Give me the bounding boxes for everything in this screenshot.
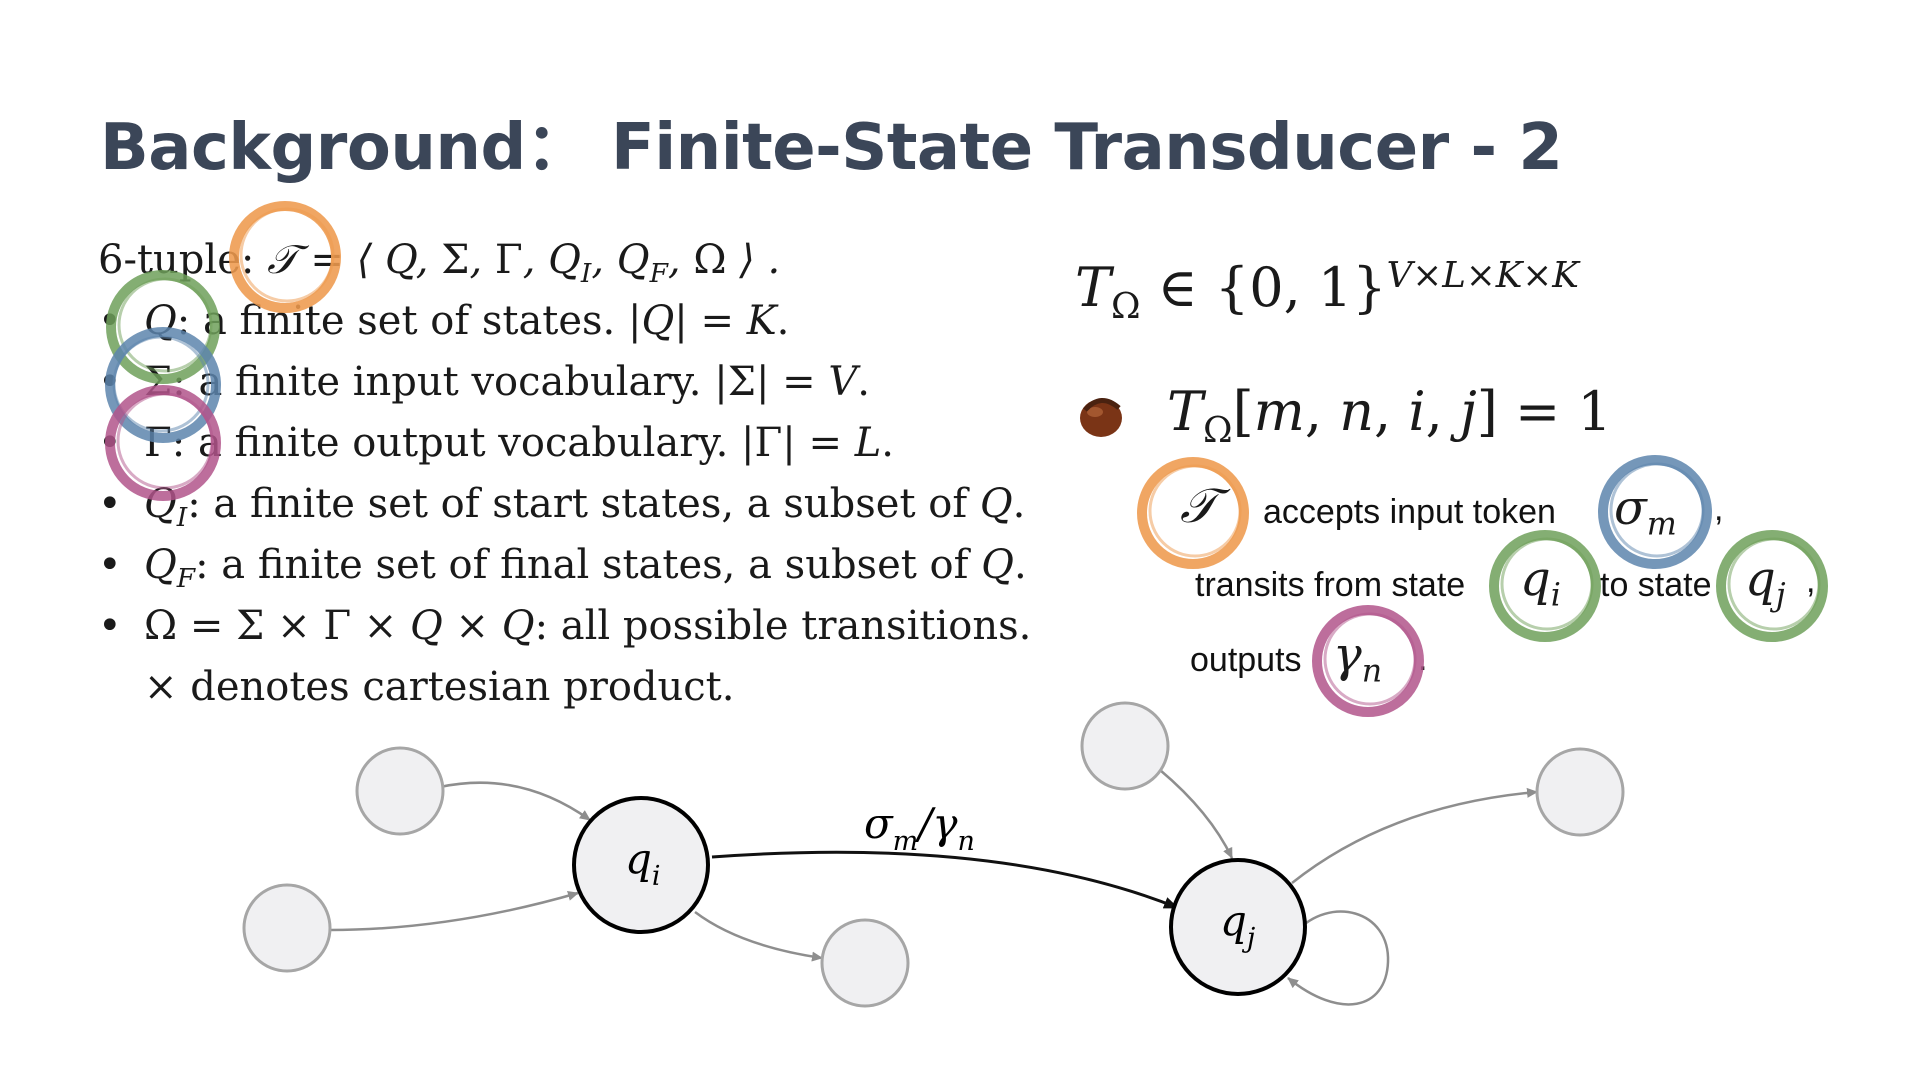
- ring-purple-gamma-n: [1312, 605, 1424, 717]
- cartesian-note: × denotes cartesian product.: [144, 664, 735, 710]
- explain-q-j: qj: [1745, 551, 1786, 614]
- bullet-input-vocab: •Σ: a finite input vocabulary. |Σ| = V.: [98, 359, 871, 405]
- node-qj-label: qj: [1220, 896, 1255, 954]
- node-qi: [572, 796, 710, 934]
- ring-green-q-i: [1489, 530, 1601, 642]
- node-qj: [1169, 858, 1307, 996]
- tensor-block: TΩ ∈ {0, 1}V×L×K×K TΩ[m, n, i, j] = 1: [1075, 255, 1855, 451]
- edge-out-qi-bottom: [694, 911, 823, 962]
- to-state-text: to state: [1600, 566, 1712, 604]
- edge-qi-to-qj: [711, 850, 1179, 910]
- tensor-entry: TΩ[m, n, i, j] = 1: [1167, 380, 1612, 451]
- bullet-start-states: •QI: a finite set of start states, a sub…: [98, 481, 1026, 533]
- comma-1: ,: [1714, 490, 1724, 528]
- tuple-line: 6-tuple: 𝒯 = ⟨ Q, Σ, Γ, QI, QF, Ω ⟩ .: [98, 230, 1078, 291]
- tuple-definition: = ⟨ Q, Σ, Γ, QI, QF, Ω ⟩ .: [297, 237, 781, 289]
- tensor-definition: TΩ ∈ {0, 1}V×L×K×K: [1075, 255, 1579, 327]
- accepts-text: accepts input token: [1263, 493, 1556, 531]
- explain-q-i: qi: [1520, 551, 1561, 614]
- edge-in-qj-top: [1159, 769, 1234, 859]
- node-gray-top-middle: [1080, 701, 1170, 791]
- definition-block: 6-tuple: 𝒯 = ⟨ Q, Σ, Γ, QI, QF, Ω ⟩ . •Q…: [98, 230, 1078, 718]
- explain-sigma-m: σm: [1614, 480, 1677, 543]
- ring-orange-T: [229, 201, 341, 313]
- ring-blue-sigma-m: [1598, 455, 1712, 569]
- edge-out-qj-right: [1291, 787, 1538, 884]
- edge-in-top-left: [439, 781, 591, 822]
- explain-T-symbol: 𝒯: [1180, 478, 1217, 534]
- ring-green-q-j: [1716, 530, 1828, 642]
- bullet-final-states: •QF: a finite set of final states, a sub…: [98, 542, 1027, 594]
- ring-purple-Gamma: [105, 385, 221, 501]
- ring-green-Q: [106, 270, 220, 384]
- node-gray-bottom-middle: [820, 918, 910, 1008]
- bullet-transitions: •Ω = Σ × Γ × Q × Q: all possible transit…: [98, 603, 1032, 649]
- node-gray-right: [1535, 747, 1625, 837]
- transits-text: transits from state: [1195, 566, 1466, 604]
- node-gray-top-left: [355, 746, 445, 836]
- acorn-bullet-icon: [1080, 398, 1122, 437]
- tensor-entry-row: TΩ[m, n, i, j] = 1: [1075, 380, 1612, 451]
- bullet-output-vocab: •Γ: a finite output vocabulary. |Γ| = L.: [98, 420, 894, 466]
- node-gray-bottom-left: [242, 883, 332, 973]
- comma-2: ,: [1806, 562, 1816, 600]
- slide-title: Background： Finite-State Transducer - 2: [100, 111, 1563, 185]
- tuple-symbol-T: 𝒯: [267, 237, 298, 283]
- edge-self-loop-qj: [1287, 910, 1390, 1006]
- explain-gamma-n: γn: [1333, 627, 1383, 690]
- ring-blue-Sigma: [105, 327, 221, 443]
- edge-in-bottom-left: [329, 890, 579, 932]
- edge-label: σm/γn: [864, 799, 975, 857]
- ring-orange-explain-T: [1137, 457, 1249, 569]
- outputs-text: outputs: [1190, 641, 1302, 679]
